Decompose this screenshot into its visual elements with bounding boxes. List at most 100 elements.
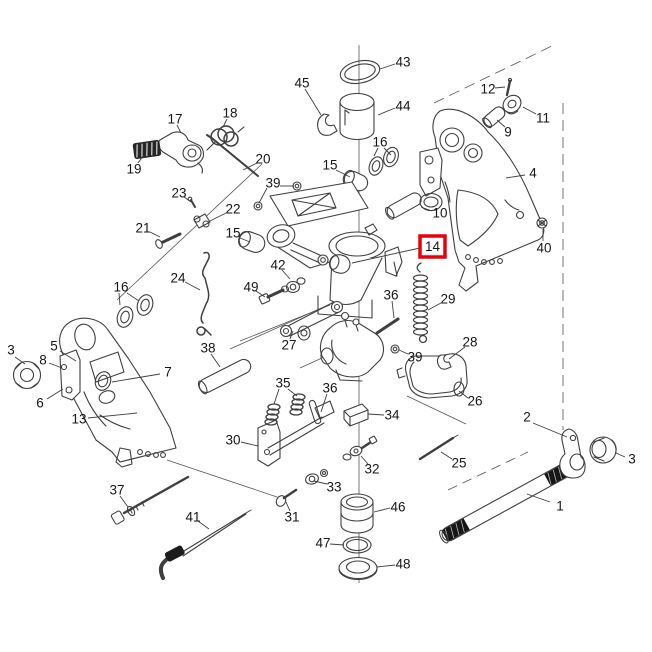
part-label-15: 15 [225,226,240,241]
leader-line-9 [496,119,506,128]
leader-line-8 [48,362,63,369]
leader-line-37 [119,495,129,508]
part-label-46: 46 [390,500,405,515]
leader-line-36 [320,393,328,413]
part-30-plate [257,400,335,467]
leader-line-3 [615,452,626,458]
part-swivel-bracket [266,181,403,319]
part-42-grommet [285,277,306,294]
highlight-leader-line [351,247,421,264]
part-label-25: 25 [451,456,466,471]
part-46-bushing [340,493,374,534]
leader-line-4 [505,174,526,179]
part-label-29: 29 [440,292,455,307]
parts-layer [12,59,617,581]
leader-line-45 [304,88,322,116]
part-label-26: 26 [467,394,482,409]
part-label-42: 42 [270,258,285,273]
part-1-rod [439,462,573,544]
leader-line-32 [360,455,369,465]
leader-line-33 [313,480,328,485]
leader-line-25 [440,451,453,460]
leader-line-44 [377,107,396,116]
part-label-38: 38 [200,341,215,356]
leader-line-39 [398,349,409,355]
part-label-36: 36 [383,288,398,303]
leader-line-26 [458,390,469,399]
leader-line-36 [391,300,395,319]
part-18-spring [206,125,245,151]
leader-line-15 [239,237,251,243]
leader-line-28 [448,346,466,360]
part-4-stern-bracket-right [432,108,545,292]
leader-line-48 [376,564,396,568]
part-label-17: 17 [167,112,182,127]
part-label-16: 16 [372,135,387,150]
leader-line-5 [59,350,77,362]
part-41-cable [158,509,252,580]
leader-line-10 [420,206,433,212]
leader-line-20 [242,162,258,171]
part-36-pin-lower [308,399,322,425]
part-14-bushing [328,254,351,274]
leader-line-21 [149,231,161,238]
leader-line-17 [176,124,182,134]
leader-line-23 [183,196,192,203]
highlight-box [418,234,447,259]
part-49-bolt [258,285,290,305]
part-label-1: 1 [556,499,564,514]
part-38-tube [197,358,252,395]
part-29-spring [412,262,429,344]
part-label-47: 47 [315,536,330,551]
part-label-43: 43 [395,55,410,70]
part-label-34: 34 [384,408,400,423]
part-3-nut-right [589,436,617,464]
leader-line-46 [373,507,391,513]
leader-line-6 [46,388,64,400]
part-label-10: 10 [432,206,447,221]
part-label-7: 7 [164,365,172,380]
leader-line-24 [184,281,201,291]
leader-line-27 [289,330,294,340]
part-47-oring [342,536,372,554]
part-23-screw [187,196,196,208]
part-31-bolt [275,488,298,507]
part-20-rod [206,134,259,177]
part-3-nut-left [12,360,42,390]
part-8-screw [60,363,68,371]
part-label-18: 18 [222,106,237,121]
part-44-bushing [339,92,375,141]
part-label-23: 23 [171,186,186,201]
part-40-nut [536,217,548,229]
part-steering-link [419,147,443,212]
part-label-39: 39 [265,176,280,191]
part-12-pin [505,77,513,97]
part-label-9: 9 [504,125,512,140]
part-label-11: 11 [536,111,550,126]
leader-line-16 [383,147,392,156]
part-label-21: 21 [135,221,150,236]
part-label-35: 35 [275,376,290,391]
part-17-lever [157,131,205,174]
part-label-39: 39 [407,350,422,365]
part-label-19: 19 [126,162,141,177]
leader-line-34 [367,413,385,416]
leader-line-41 [197,520,210,530]
part-32-bolt-washers [342,435,378,461]
leader-line-16 [118,292,121,306]
part-label-16: 16 [113,280,128,295]
leader-line-16 [373,147,379,157]
part-label-15: 15 [322,158,337,173]
leader-line-16 [126,292,140,302]
leader-line-15 [335,169,351,178]
part-label-30: 30 [225,433,240,448]
part-label-12: 12 [480,82,495,97]
leader-line-3 [14,356,26,365]
part-36-pin-upper [375,317,400,335]
construction-lines [116,43,564,583]
part-label-27: 27 [281,338,296,353]
part-label-5: 5 [50,339,58,354]
part-label-41: 41 [185,510,200,525]
